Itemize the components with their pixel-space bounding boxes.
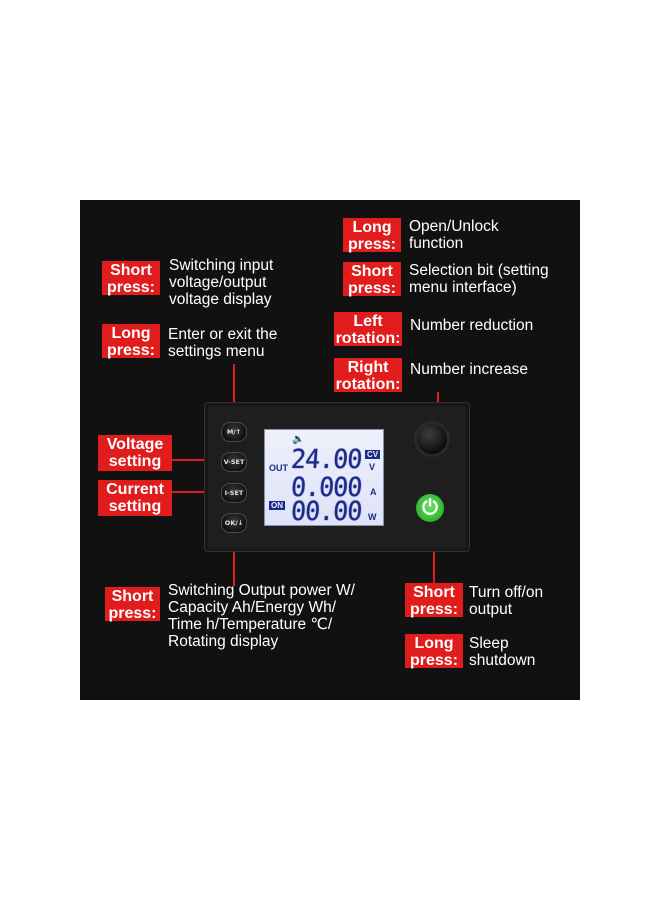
v-set-button[interactable]: V-SET: [221, 452, 247, 472]
power-readout: 00.00: [290, 495, 363, 527]
desc-left-rotation: Number reduction: [410, 317, 534, 334]
i-set-button[interactable]: I-SET: [221, 483, 247, 503]
lcd-display: 🔈 OUT CV ON 24.00 0.000 00.00 V A W: [264, 429, 384, 526]
ok-down-button[interactable]: OK/↓: [221, 513, 247, 533]
speaker-icon: 🔈: [292, 434, 305, 445]
voltage-readout: 24.00: [290, 443, 363, 475]
on-badge: ON: [269, 501, 285, 510]
unit-v: V: [369, 462, 376, 472]
desc-right-rotation: Number increase: [410, 361, 529, 378]
out-label: OUT: [269, 463, 288, 473]
unit-a: A: [370, 487, 377, 497]
power-button-icon[interactable]: ⏻: [416, 494, 444, 522]
cv-badge: CV: [365, 450, 381, 459]
m-up-button[interactable]: M/↑: [221, 422, 247, 442]
unit-w: W: [368, 512, 377, 522]
desc-ok-short-press: Switching Output power W/Capacity Ah/Ene…: [168, 582, 355, 650]
rotary-encoder-knob[interactable]: [414, 421, 450, 457]
